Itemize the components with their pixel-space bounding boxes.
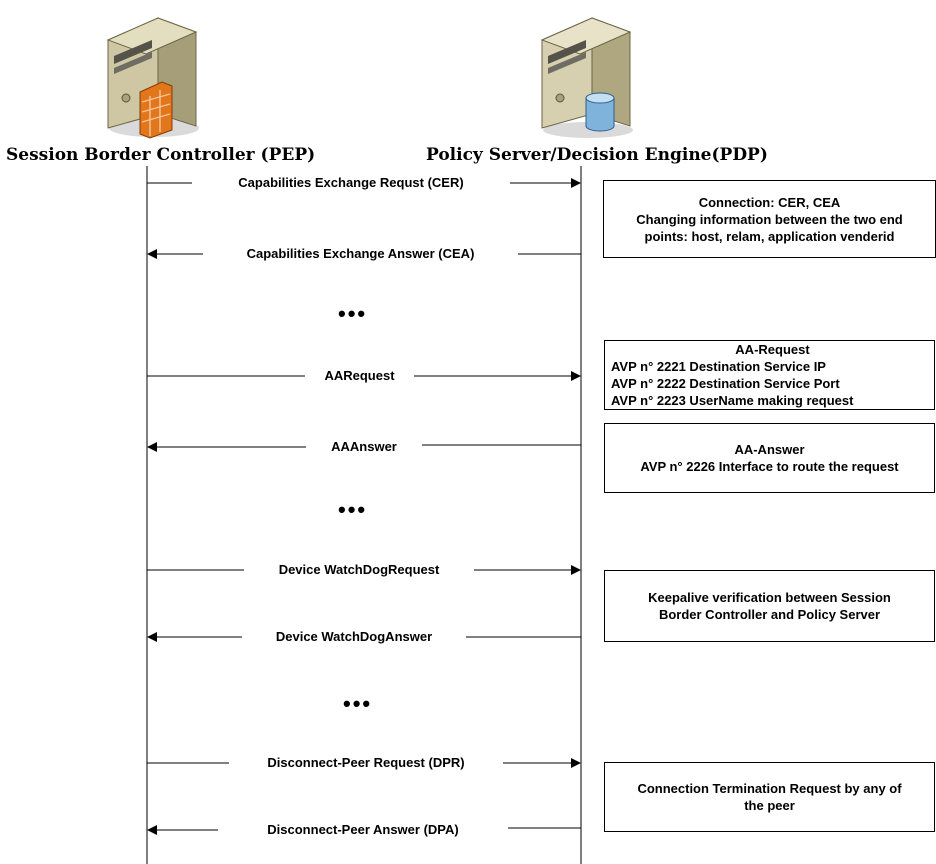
ellipsis-separator: •••	[338, 497, 368, 522]
message-arrow	[147, 825, 581, 835]
note-line: AVP n° 2226 Interface to route the reque…	[640, 459, 899, 474]
message-label-dpa: Disconnect-Peer Answer (DPA)	[267, 822, 459, 837]
server-database-icon	[540, 17, 633, 138]
note-line: AA-Request	[735, 342, 810, 357]
message-label-aaanswer: AAAnswer	[331, 439, 397, 454]
message-arrow	[147, 442, 581, 452]
note-line: AVP n° 2222 Destination Service Port	[611, 376, 840, 391]
message-label-cea: Capabilities Exchange Answer (CEA)	[246, 246, 475, 261]
note-line: AVP n° 2223 UserName making request	[611, 393, 854, 408]
note-line: the peer	[744, 798, 795, 813]
note-aa-answer: AA-Answer AVP n° 2226 Interface to route…	[604, 423, 935, 493]
ellipsis-separator: •••	[338, 301, 368, 326]
note-aa-request: AA-Request AVP n° 2221 Destination Servi…	[604, 340, 935, 410]
note-line: Connection Termination Request by any of	[637, 781, 902, 796]
note-line: Changing information between the two end	[636, 211, 903, 227]
note-termination: Connection Termination Request by any of…	[604, 762, 935, 832]
note-line: AA-Answer	[734, 442, 805, 457]
message-label-watchdog-request: Device WatchDogRequest	[278, 562, 440, 577]
message-label-cer: Capabilities Exchange Requst (CER)	[238, 175, 464, 190]
note-keepalive: Keepalive verification between Session B…	[604, 570, 935, 642]
note-line: Connection: CER, CEA	[698, 194, 841, 210]
message-label-watchdog-answer: Device WatchDogAnswer	[275, 629, 433, 644]
note-line: points: host, relam, application venderi…	[644, 228, 895, 244]
note-cer-cea: Connection: CER, CEA Changing informatio…	[603, 180, 936, 258]
note-line: Border Controller and Policy Server	[658, 607, 881, 622]
message-label-dpr: Disconnect-Peer Request (DPR)	[267, 755, 465, 770]
left-entity-label: Session Border Controller (PEP)	[6, 145, 316, 165]
ellipsis-separator: •••	[343, 691, 373, 716]
server-firewall-icon	[106, 17, 199, 139]
message-label-aarequest: AARequest	[324, 368, 395, 383]
note-line: Keepalive verification between Session	[648, 590, 891, 605]
note-line: AVP n° 2221 Destination Service IP	[611, 359, 826, 374]
right-entity-label: Policy Server/Decision Engine(PDP)	[426, 145, 768, 165]
